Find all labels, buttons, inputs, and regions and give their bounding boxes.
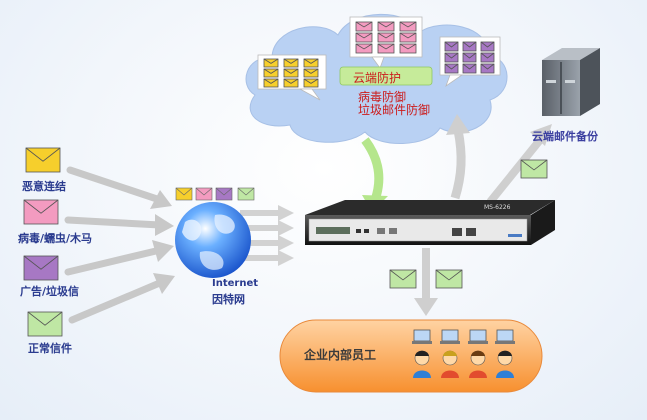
envelope-icon-pink-grid [399,32,417,43]
envelope-icon-purple-grid [462,63,477,74]
envelope-icon-purple-grid [480,52,495,63]
envelope-icon-green-backup [520,159,548,179]
backup-server-icon [542,48,600,116]
envelope-icon-purple-grid [444,63,459,74]
envelope-icon-purple-grid [444,41,459,52]
source-label-spam: 广告/垃圾信 [20,285,80,298]
envelope-icon-purple-grid [444,52,459,63]
envelope-icon-spam [23,255,59,281]
down-arrow [414,248,438,316]
employee-icon [495,329,515,378]
source-label-malicious-links: 恶意连结 [22,180,66,193]
internet-title: Internet [212,278,259,289]
enterprise-label: 企业内部员工 [304,348,377,362]
cloud-banner-text: 云端防护 [353,71,402,85]
cloud-banner [339,66,433,86]
security-appliance [305,200,555,245]
envelope-icon-pink-grid [399,43,417,54]
employee-icon [412,329,432,378]
envelope-icon-green-left [389,269,417,289]
envelope-icon-purple-grid [462,41,477,52]
envelope-icon-yellow-grid [283,78,299,88]
employee-group [412,329,515,378]
backup-arrow [486,124,552,205]
cloud-line-antispam: 垃圾邮件防御 [358,103,431,117]
backup-label: 云端邮件备份 [532,130,598,143]
envelope-icon-green-right [435,269,463,289]
envelope-icon-pink-grid [355,43,373,54]
envelope-icon-yellow-grid [263,78,279,88]
envelope-icon-pink-grid [377,21,395,32]
employee-icon [468,329,488,378]
upload-arrow [446,114,470,200]
envelope-icon-yellow-grid [303,58,319,68]
envelope-group [23,21,548,337]
envelope-icon-yellow-grid [263,68,279,78]
source-label-virus: 病毒/蠕虫/木马 [18,232,93,245]
envelope-icon-yellow-grid [303,68,319,78]
envelope-icon-purple-grid [462,52,477,63]
incoming-mail-strip [175,187,255,201]
envelope-icon-malicious [25,147,61,173]
envelope-icon-pink-grid [377,32,395,43]
envelope-icon-pink-grid [355,32,373,43]
envelope-icon-pink-grid [377,43,395,54]
envelope-icon-yellow-grid [303,78,319,88]
envelope-icon-yellow-grid [283,58,299,68]
envelope-icon-purple-grid [480,41,495,52]
employee-icon [440,329,460,378]
source-label-normal: 正常信件 [28,342,72,355]
source-arrows [64,166,175,324]
cloud-line-antivirus: 病毒防御 [358,90,407,104]
envelope-icon-yellow-grid [263,58,279,68]
envelope-icon-pink-grid [355,21,373,32]
envelope-icon-normal [27,311,63,337]
envelope-icon-pink-grid [399,21,417,32]
internet-subtitle: 因特网 [212,293,245,306]
envelope-icon-yellow-grid [283,68,299,78]
envelope-icon-purple-grid [480,63,495,74]
appliance-model: MS-6226 [484,204,511,211]
internet-globe-icon [175,202,251,278]
envelope-icon-virus [23,199,59,225]
